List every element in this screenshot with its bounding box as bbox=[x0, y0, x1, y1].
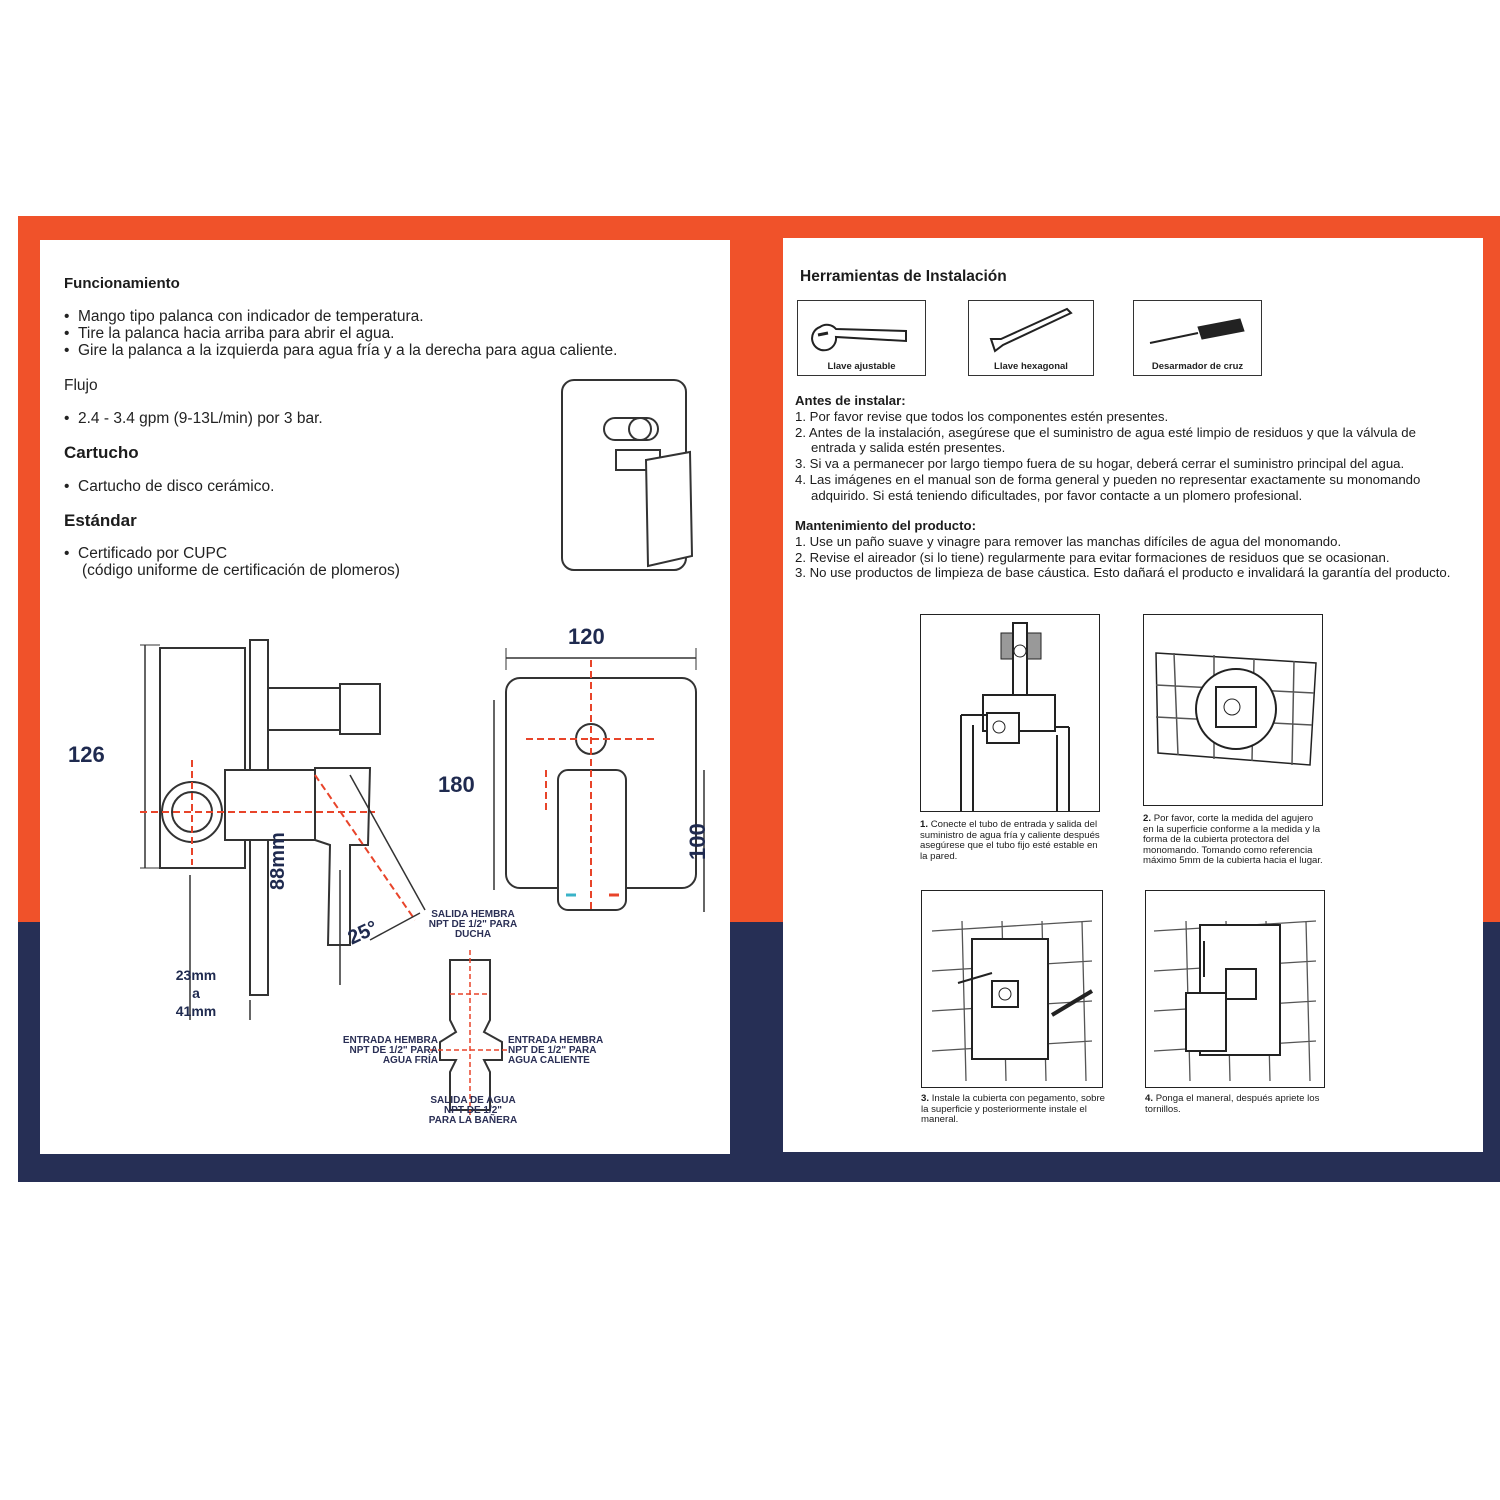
port-label-line: NPT DE 1/2" bbox=[443, 1105, 503, 1116]
cartucho-bullet-block: Cartucho de disco cerámico. bbox=[64, 478, 274, 495]
dim-120: 120 bbox=[568, 624, 605, 649]
tool-card: Desarmador de cruz bbox=[1133, 300, 1262, 376]
port-label-line: SALIDA DE AGUA bbox=[430, 1095, 516, 1106]
flujo-bullet-block: 2.4 - 3.4 gpm (9-13L/min) por 3 bar. bbox=[64, 410, 323, 427]
left-page: Funcionamiento Mango tipo palanca con in… bbox=[40, 240, 730, 1154]
dim-88mm: 88mm bbox=[267, 832, 289, 890]
tool-card: Llave ajustable bbox=[797, 300, 926, 376]
tools-heading: Herramientas de Instalación bbox=[800, 268, 1007, 285]
step-number: 2. bbox=[1143, 813, 1152, 824]
port-right-label: ENTRADA HEMBRA NPT DE 1/2" PARA AGUA CAL… bbox=[508, 1036, 618, 1066]
list-item: 4. Las imágenes en el manual son de form… bbox=[795, 471, 1421, 503]
hex-key-icon bbox=[989, 307, 1073, 353]
port-label-line: DUCHA bbox=[454, 929, 492, 940]
tool-label: Desarmador de cruz bbox=[1151, 361, 1244, 372]
pipe-install-icon bbox=[960, 622, 1070, 811]
dim-23mm: 23mm bbox=[175, 967, 217, 983]
dim-180: 180 bbox=[438, 772, 475, 797]
step-number: 3. bbox=[921, 1093, 930, 1104]
wrench-icon bbox=[811, 323, 907, 352]
port-label-line: AGUA CALIENTE bbox=[508, 1055, 590, 1066]
screwdriver-icon bbox=[1149, 318, 1245, 344]
port-label-line: ENTRADA HEMBRA bbox=[342, 1035, 438, 1046]
step-illustration-4 bbox=[1145, 890, 1325, 1088]
port-label-line: NPT DE 1/2" PARA bbox=[428, 919, 518, 930]
list-item: 2.4 - 3.4 gpm (9-13L/min) por 3 bar. bbox=[64, 410, 323, 427]
step-text: Ponga el maneral, después apriete los to… bbox=[1145, 1093, 1320, 1115]
dim-100: 100 bbox=[685, 823, 710, 860]
list-item: Gire la palanca a la izquierda para agua… bbox=[64, 342, 704, 359]
antes-section: Antes de instalar: 1. Por favor revise q… bbox=[795, 393, 1459, 504]
port-label-line: NPT DE 1/2" PARA bbox=[349, 1045, 438, 1056]
cartucho-heading: Cartucho bbox=[64, 443, 139, 462]
port-label-line: SALIDA HEMBRA bbox=[431, 909, 515, 920]
valve-trim-illustration bbox=[561, 379, 694, 571]
port-label-line: NPT DE 1/2" PARA bbox=[508, 1045, 597, 1056]
list-item-continuation: (código uniforme de certificación de plo… bbox=[82, 562, 400, 579]
estandar-bullet-block: Certificado por CUPC (código uniforme de… bbox=[64, 545, 400, 579]
manual-sheet: Funcionamiento Mango tipo palanca con in… bbox=[18, 216, 1500, 1182]
step-illustration-3 bbox=[921, 890, 1103, 1088]
step-text: Instale la cubierta con pegamento, sobre… bbox=[921, 1093, 1106, 1126]
mantenimiento-section: Mantenimiento del producto: 1. Use un pa… bbox=[795, 518, 1459, 581]
mantenimiento-heading: Mantenimiento del producto: bbox=[795, 518, 976, 533]
side-view-drawing bbox=[140, 639, 426, 1020]
right-page: Herramientas de Instalación Llave ajusta… bbox=[783, 238, 1483, 1152]
step-illustration-1 bbox=[920, 614, 1100, 812]
port-label-line: AGUA FRÍA bbox=[382, 1055, 438, 1066]
port-label-line: ENTRADA HEMBRA bbox=[508, 1035, 604, 1046]
port-bottom-label: SALIDA DE AGUA NPT DE 1/2" PARA LA BAÑER… bbox=[418, 1096, 528, 1126]
step-caption-2: 2. Por favor, corte la medida del agujer… bbox=[1143, 813, 1323, 867]
step-number: 4. bbox=[1145, 1093, 1154, 1104]
list-item: 3. No use productos de limpieza de base … bbox=[795, 565, 1451, 581]
funcionamiento-list: Mango tipo palanca con indicador de temp… bbox=[64, 308, 704, 359]
port-top-label: SALIDA HEMBRA NPT DE 1/2" PARA DUCHA bbox=[418, 910, 528, 940]
list-item: Mango tipo palanca con indicador de temp… bbox=[64, 308, 704, 325]
step-caption-3: 3. Instale la cubierta con pegamento, so… bbox=[921, 1093, 1106, 1126]
front-view-drawing bbox=[493, 648, 705, 912]
tile-cut-icon bbox=[1155, 652, 1317, 766]
dim-depth-range: 23mm a 41mm bbox=[169, 966, 223, 1020]
step-caption-1: 1. Conecte el tubo de entrada y salida d… bbox=[920, 819, 1105, 862]
dim-41mm: 41mm bbox=[175, 1003, 217, 1019]
list-item: Cartucho de disco cerámico. bbox=[64, 478, 274, 495]
step-illustration-2 bbox=[1143, 614, 1323, 806]
handle-install-icon bbox=[1153, 920, 1317, 1082]
step-number: 1. bbox=[920, 819, 929, 830]
list-item: 2. Revise el aireador (si lo tiene) regu… bbox=[795, 549, 1390, 565]
dim-a: a bbox=[192, 985, 200, 1001]
tool-label: Llave ajustable bbox=[827, 361, 896, 372]
funcionamiento-heading: Funcionamiento bbox=[64, 275, 180, 292]
step-text: Conecte el tubo de entrada y salida del … bbox=[920, 819, 1100, 862]
step-text: Por favor, corte la medida del agujero e… bbox=[1143, 813, 1323, 867]
antes-heading: Antes de instalar: bbox=[795, 393, 906, 408]
tool-card: Llave hexagonal bbox=[968, 300, 1094, 376]
list-item: 2. Antes de la instalación, asegúrese qu… bbox=[795, 424, 1416, 456]
port-left-label: ENTRADA HEMBRA NPT DE 1/2" PARA AGUA FRÍ… bbox=[328, 1036, 438, 1066]
flujo-heading: Flujo bbox=[64, 377, 98, 394]
step-caption-4: 4. Ponga el maneral, después apriete los… bbox=[1145, 1093, 1325, 1115]
valve-port-diagram bbox=[430, 950, 510, 1120]
cover-install-icon bbox=[931, 920, 1094, 1082]
tool-label: Llave hexagonal bbox=[994, 361, 1068, 372]
list-item: 1. Por favor revise que todos los compon… bbox=[795, 408, 1169, 424]
estandar-heading: Estándar bbox=[64, 511, 137, 530]
list-item: Certificado por CUPC bbox=[64, 545, 400, 562]
list-item: 3. Si va a permanecer por largo tiempo f… bbox=[795, 456, 1405, 472]
port-label-line: PARA LA BAÑERA bbox=[428, 1115, 518, 1126]
list-item: 1. Use un paño suave y vinagre para remo… bbox=[795, 533, 1342, 549]
dim-126: 126 bbox=[68, 742, 105, 767]
list-item: Tire la palanca hacia arriba para abrir … bbox=[64, 325, 704, 342]
